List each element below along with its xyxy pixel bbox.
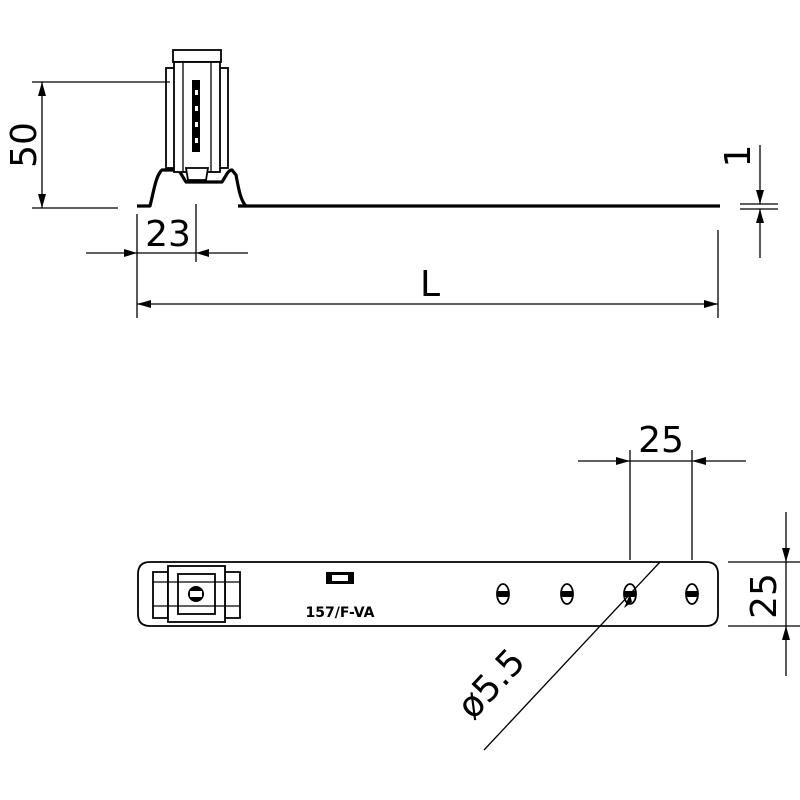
hole-4 [685,583,699,605]
top-strip [137,561,719,627]
dim-hole-pitch: 25 [578,420,746,560]
dim-length-label: L [420,264,440,305]
part-marking: 157/F-VA [306,605,375,621]
hole-2 [560,583,574,605]
dim-strip-width-label: 25 [744,573,785,619]
dim-length: L [137,230,719,318]
dim-height: 50 [4,81,170,209]
dim-foot-width-label: 23 [145,214,191,255]
dim-strip-width: 25 [728,512,800,676]
dim-hole-diameter-label: ø5.5 [450,641,534,727]
marking-symbol [326,572,354,584]
top-view: 157/F-VA 25 25 ø5.5 [137,420,800,751]
dim-height-label: 50 [4,122,45,168]
dim-thickness: 1 [718,145,778,258]
dim-thickness-label: 1 [718,145,759,168]
hole-1 [496,583,510,605]
clamp-top [152,565,241,623]
side-view: 50 1 23 L [4,49,778,318]
support-clamp [165,49,229,181]
saddle-profile [137,168,248,208]
dim-foot-width: 23 [86,204,248,318]
dim-hole-pitch-label: 25 [638,420,684,461]
